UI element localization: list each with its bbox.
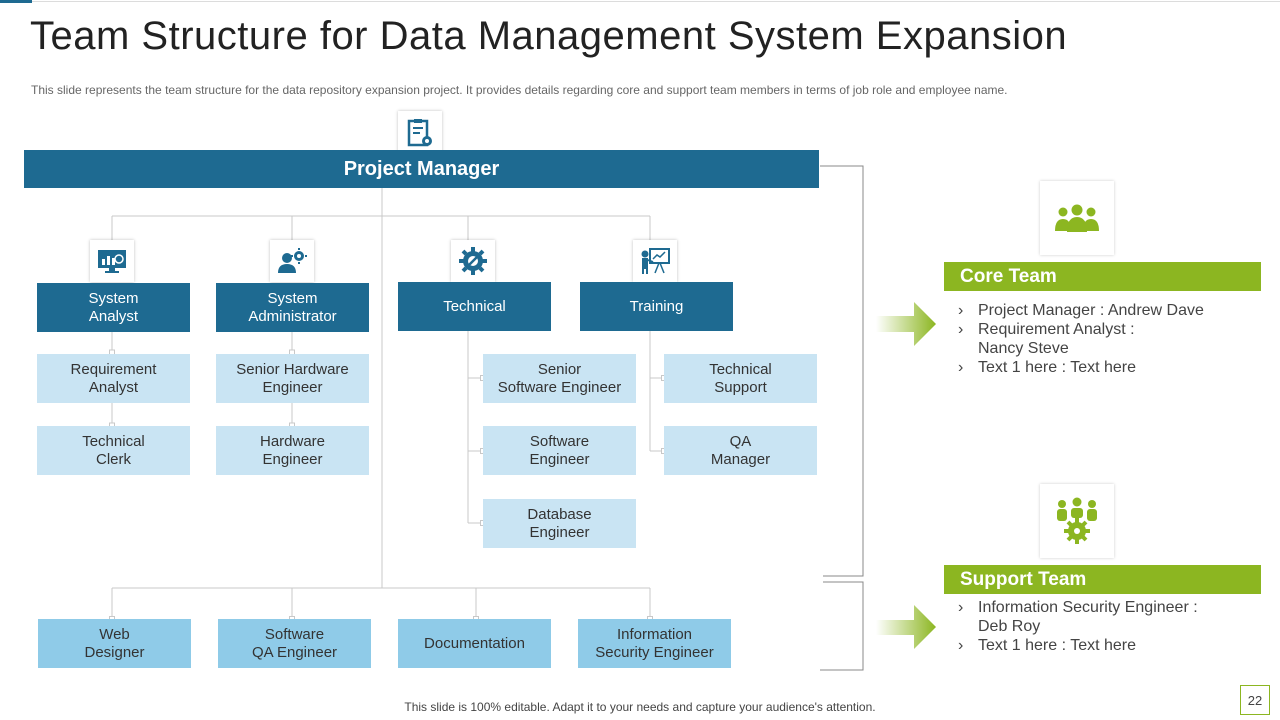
user-gear-icon <box>270 240 314 282</box>
footer-note: This slide is 100% editable. Adapt it to… <box>404 700 876 714</box>
dept-technical: Technical <box>398 282 551 331</box>
role-documentation: Documentation <box>398 619 551 668</box>
member-senior-hardware-engineer: Senior Hardware Engineer <box>216 354 369 403</box>
page-title: Team Structure for Data Management Syste… <box>30 14 1068 58</box>
clipboard-gear-icon <box>398 111 442 155</box>
arrow-core-team <box>876 302 936 346</box>
project-manager-bar: Project Manager <box>24 150 819 188</box>
list-item: ›Information Security Engineer : Deb Roy <box>958 599 1198 635</box>
core-team-list: ›Project Manager : Andrew Dave ›Requirem… <box>958 301 1258 377</box>
role-information-security-engineer: Information Security Engineer <box>578 619 731 668</box>
list-item: ›Requirement Analyst : Nancy Steve <box>958 321 1135 357</box>
member-senior-software-engineer: Senior Software Engineer <box>483 354 636 403</box>
people-gear-icon <box>1040 484 1114 558</box>
member-technical-support: Technical Support <box>664 354 817 403</box>
member-software-engineer: Software Engineer <box>483 426 636 475</box>
group-people-icon <box>1040 181 1114 255</box>
member-technical-clerk: Technical Clerk <box>37 426 190 475</box>
list-item: ›Text 1 here : Text here <box>958 359 1137 376</box>
member-database-engineer: Database Engineer <box>483 499 636 548</box>
member-qa-manager: QA Manager <box>664 426 817 475</box>
member-hardware-engineer: Hardware Engineer <box>216 426 369 475</box>
top-accent-mark <box>0 0 32 3</box>
page-number: 22 <box>1240 685 1270 715</box>
list-item: ›Project Manager : Andrew Dave <box>958 302 1204 319</box>
support-team-list: ›Information Security Engineer : Deb Roy… <box>958 598 1258 655</box>
presenter-board-icon <box>633 240 677 282</box>
role-web-designer: Web Designer <box>38 619 191 668</box>
role-software-qa-engineer: Software QA Engineer <box>218 619 371 668</box>
list-item: ›Text 1 here : Text here <box>958 637 1137 654</box>
support-team-header: Support Team <box>944 565 1261 594</box>
arrow-support-team <box>876 605 936 649</box>
dept-system-administrator: System Administrator <box>216 283 369 332</box>
dept-training: Training <box>580 282 733 331</box>
dept-system-analyst: System Analyst <box>37 283 190 332</box>
analytics-monitor-icon <box>90 240 134 282</box>
top-divider <box>32 1 1280 2</box>
gear-wrench-icon <box>451 240 495 282</box>
page-subtitle: This slide represents the team structure… <box>31 83 1008 97</box>
core-team-header: Core Team <box>944 262 1261 291</box>
member-requirement-analyst: Requirement Analyst <box>37 354 190 403</box>
